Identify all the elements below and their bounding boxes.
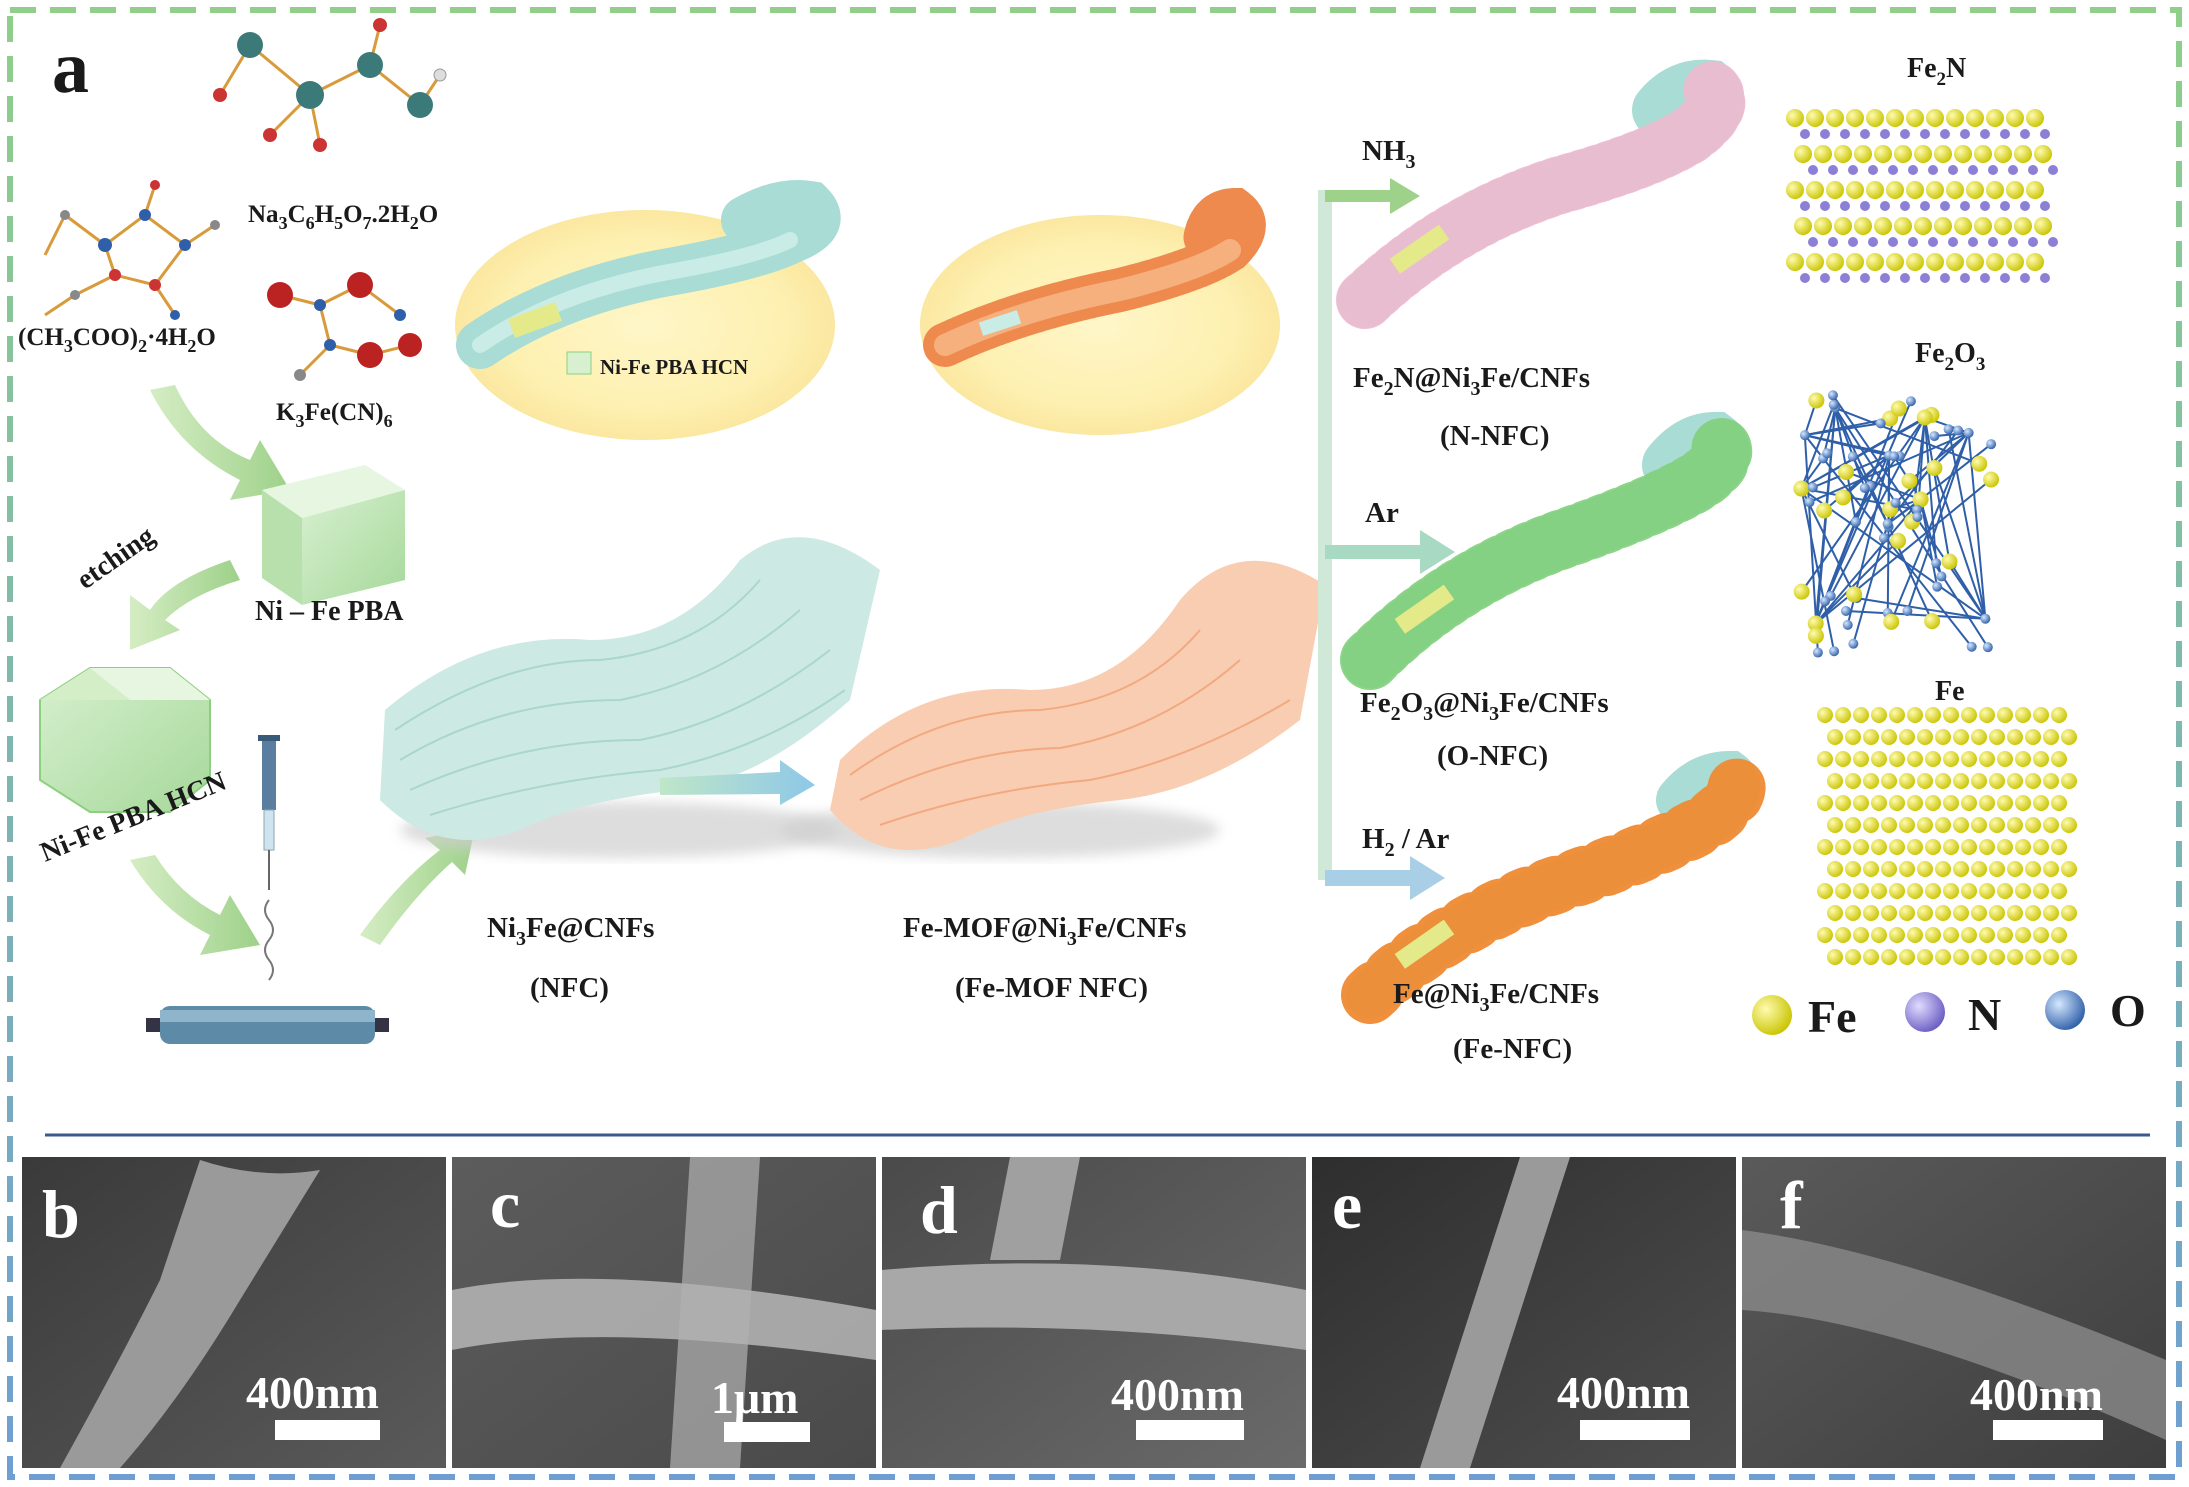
fe-mof-fiber-mat xyxy=(780,560,1325,858)
n-nfc-abbr-label: (N-NFC) xyxy=(1440,420,1550,452)
flow-arrow-4 xyxy=(360,828,475,945)
fe-nfc-name-label: Fe@Ni3Fe/CNFs xyxy=(1393,978,1599,1016)
flow-arrow-3 xyxy=(130,855,260,955)
n-nfc-fiber xyxy=(1336,59,1746,329)
fe2o3-crystal-icon xyxy=(1793,390,2000,658)
o-nfc-name-label: Fe2O3@Ni3Fe/CNFs xyxy=(1360,687,1609,725)
legend-n-label: N xyxy=(1968,989,2001,1040)
acetate-label: (CH3COO)2·4H2O xyxy=(18,324,216,356)
nfc-fiber-inset: Ni-Fe PBA HCN xyxy=(455,180,841,440)
atom-legend: Fe N O xyxy=(1752,985,2146,1042)
nfc-abbr-label: (NFC) xyxy=(530,972,609,1004)
sem-b-scale-bar xyxy=(275,1420,380,1440)
sem-e-letter: e xyxy=(1332,1167,1362,1243)
o-nfc-abbr-label: (O-NFC) xyxy=(1437,740,1548,772)
mat-transform-arrow xyxy=(660,760,815,805)
crystal-fe2o3-label: Fe2O3 xyxy=(1915,338,1985,375)
sem-c-scale-text: 1μm xyxy=(711,1372,798,1423)
fe-mof-fiber-inset xyxy=(920,187,1280,435)
branch-arrows xyxy=(1318,178,1455,900)
sem-f-scale-text: 400nm xyxy=(1970,1369,2103,1420)
citrate-label: Na3C6H5O7.2H2O xyxy=(248,201,438,233)
legend-o-ball-icon xyxy=(2045,990,2085,1030)
ni-fe-pba-label: Ni – Fe PBA xyxy=(255,596,404,627)
sem-d-letter: d xyxy=(920,1172,958,1248)
ferricyanide-molecule-icon xyxy=(267,272,422,381)
sem-d-scale-bar xyxy=(1136,1420,1244,1440)
sem-f-scale-bar xyxy=(1993,1420,2103,1440)
acetate-molecule-icon xyxy=(43,180,220,320)
gas-h2ar-label: H2 / Ar xyxy=(1362,823,1449,861)
ferricyanide-label: K3Fe(CN)6 xyxy=(276,399,393,431)
sem-f-letter: f xyxy=(1780,1167,1804,1243)
nfc-fiber-mat xyxy=(380,537,880,858)
sem-e-scale-text: 400nm xyxy=(1557,1367,1690,1418)
flow-arrow-2 xyxy=(130,560,240,650)
ni-fe-pba-hcn-icon xyxy=(39,667,211,813)
fe-nfc-fiber xyxy=(1341,746,1766,1024)
o-nfc-fiber xyxy=(1340,410,1752,690)
gas-nh3-label: NH3 xyxy=(1362,135,1416,173)
fe-mof-name-label: Fe-MOF@Ni3Fe/CNFs xyxy=(903,912,1186,950)
sem-panel-c: c 1μm xyxy=(452,1157,876,1468)
sem-panel-b: b 400nm xyxy=(22,1157,446,1468)
sem-d-scale-text: 400nm xyxy=(1111,1369,1244,1420)
flow-arrow-1 xyxy=(150,385,290,500)
collector-drum-icon xyxy=(146,1006,389,1044)
gas-ar-label: Ar xyxy=(1365,497,1399,529)
crystal-fe-label: Fe xyxy=(1935,676,1965,707)
sem-panel-f: f 400nm xyxy=(1742,1157,2166,1468)
ni-fe-pba-cube-icon xyxy=(262,465,405,605)
legend-fe-label: Fe xyxy=(1808,991,1857,1042)
fe2n-crystal-icon xyxy=(1786,109,2058,283)
syringe-icon xyxy=(258,735,280,981)
fe-mof-abbr-label: (Fe-MOF NFC) xyxy=(955,972,1148,1004)
sem-panel-d: d 400nm xyxy=(882,1157,1306,1468)
sem-b-scale-text: 400nm xyxy=(246,1367,379,1418)
etching-label: etching xyxy=(71,520,160,595)
citrate-molecule-icon xyxy=(213,18,447,152)
crystal-fe2n-label: Fe2N xyxy=(1907,53,1966,90)
sem-e-scale-bar xyxy=(1580,1420,1690,1440)
panel-a-letter: a xyxy=(52,27,89,109)
sem-c-scale-bar xyxy=(724,1422,810,1442)
inset-legend-label: Ni-Fe PBA HCN xyxy=(600,355,748,379)
fe-nfc-abbr-label: (Fe-NFC) xyxy=(1453,1033,1572,1065)
sem-c-letter: c xyxy=(490,1166,520,1242)
n-nfc-name-label: Fe2N@Ni3Fe/CNFs xyxy=(1353,362,1590,400)
fe-crystal-icon xyxy=(1817,707,2077,965)
legend-fe-ball-icon xyxy=(1752,995,1792,1035)
legend-n-ball-icon xyxy=(1905,992,1945,1032)
legend-o-label: O xyxy=(2110,985,2146,1036)
sem-panel-e: e 400nm xyxy=(1312,1157,1736,1468)
nfc-name-label: Ni3Fe@CNFs xyxy=(487,912,654,950)
sem-b-letter: b xyxy=(42,1176,80,1252)
figure-border xyxy=(7,7,2182,1480)
